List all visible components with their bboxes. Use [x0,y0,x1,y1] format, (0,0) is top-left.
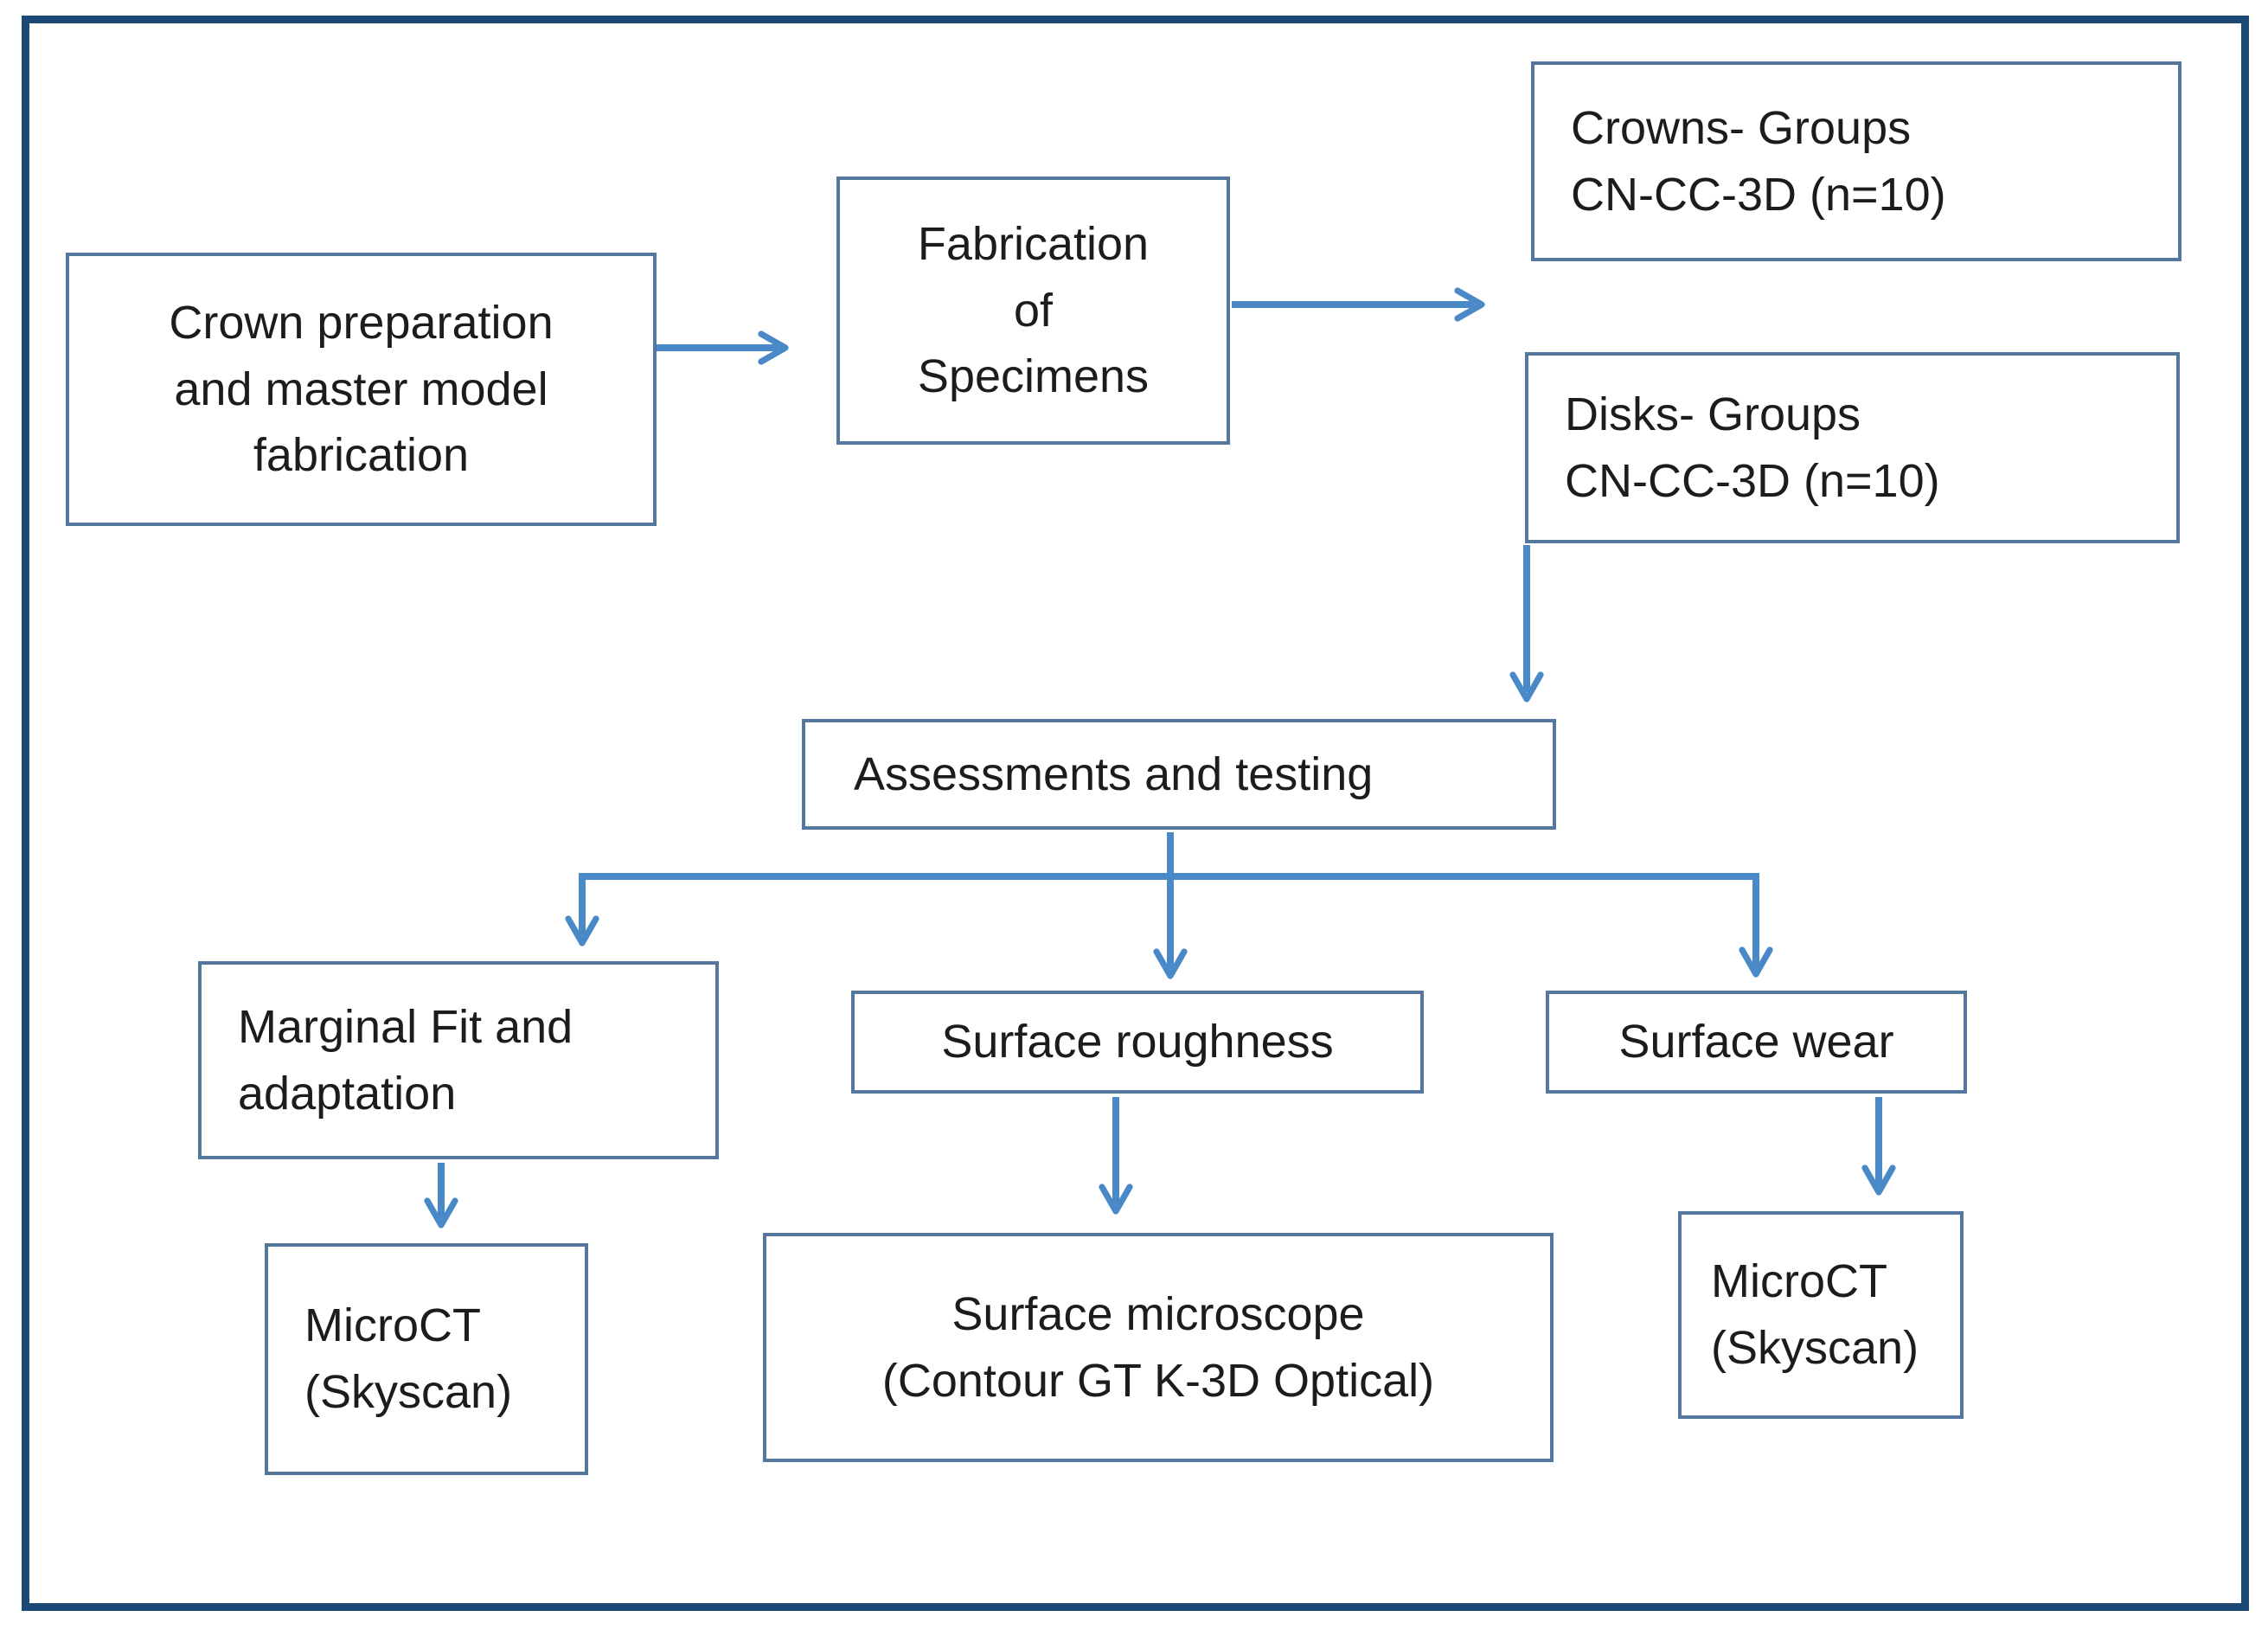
box-label: Crown preparation and master model fabri… [169,296,554,482]
box-label: Marginal Fit and adaptation [238,1000,573,1120]
box-crown-preparation: Crown preparation and master model fabri… [66,253,657,526]
box-label: Surface microscope (Contour GT K-3D Opti… [881,1287,1435,1407]
box-label: Surface roughness [941,1016,1334,1068]
box-label: MicroCT (Skyscan) [1711,1255,1919,1374]
box-fabrication-of-specimens: Fabrication of Specimens [836,176,1230,445]
box-microct-skyscan-right: MicroCT (Skyscan) [1678,1211,1964,1419]
box-label: Surface wear [1618,1016,1894,1068]
box-marginal-fit: Marginal Fit and adaptation [198,961,719,1159]
box-surface-microscope: Surface microscope (Contour GT K-3D Opti… [763,1233,1554,1462]
box-label: MicroCT (Skyscan) [304,1299,513,1418]
box-microct-skyscan-left: MicroCT (Skyscan) [265,1243,588,1475]
box-label: Disks- Groups CN-CC-3D (n=10) [1565,388,1940,507]
box-assessments-and-testing: Assessments and testing [802,719,1556,830]
box-label: Assessments and testing [854,747,1374,800]
box-crowns-groups: Crowns- Groups CN-CC-3D (n=10) [1531,61,2182,261]
box-surface-wear: Surface wear [1546,991,1967,1094]
box-label: Crowns- Groups CN-CC-3D (n=10) [1571,101,1946,221]
box-surface-roughness: Surface roughness [851,991,1424,1094]
box-disks-groups: Disks- Groups CN-CC-3D (n=10) [1525,352,2180,543]
box-label: Fabrication of Specimens [917,217,1150,403]
